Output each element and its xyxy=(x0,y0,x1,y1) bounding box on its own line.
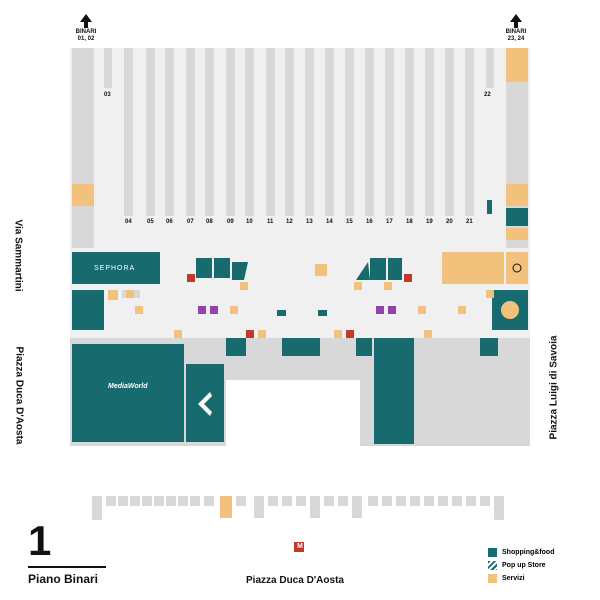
legend-swatch xyxy=(488,548,497,557)
service-area xyxy=(108,290,118,300)
shop-area xyxy=(374,338,414,444)
shop-area xyxy=(282,338,320,356)
shop-area xyxy=(506,208,528,226)
street-label-left: Via Sammartini xyxy=(12,219,24,292)
street-label-right: Piazza Luigi di Savoia xyxy=(548,335,560,440)
floor-name: Piano Binari xyxy=(28,572,99,586)
kiosk xyxy=(318,310,327,316)
store-logo-icon xyxy=(198,392,212,416)
track-number: 17 xyxy=(386,219,393,225)
shop-area xyxy=(487,200,492,214)
legend-label: Pop up Store xyxy=(502,562,546,569)
shop-area xyxy=(356,262,370,280)
shop-area xyxy=(388,258,402,280)
floor-underline xyxy=(28,566,106,568)
track-group-label: BINARI 23, 24 xyxy=(505,29,527,42)
arrow-up-icon xyxy=(80,14,92,28)
service-frecciarossa-lounge xyxy=(442,252,504,284)
street-label-bottom: Piazza Duca D'Aosta xyxy=(246,575,344,586)
kiosk xyxy=(277,310,286,316)
shop-area xyxy=(226,338,246,356)
shop-area xyxy=(356,338,372,356)
service-area xyxy=(506,184,528,206)
arrow-up-icon xyxy=(510,14,522,28)
shop-area xyxy=(232,262,248,280)
track-number: 09 xyxy=(227,219,234,225)
shop-area xyxy=(72,290,104,330)
burger-king-logo-icon xyxy=(501,301,519,319)
sephora-label: SEPHORA xyxy=(94,265,136,272)
legend-label: Shopping&food xyxy=(502,549,555,556)
service-icons xyxy=(126,274,494,406)
legend-item: Shopping&food xyxy=(488,548,554,557)
service-info xyxy=(506,252,528,284)
track-number: 15 xyxy=(346,219,353,225)
track-number: 12 xyxy=(286,219,293,225)
track-number: 11 xyxy=(267,219,274,225)
shop-area xyxy=(196,258,212,278)
track-number: 20 xyxy=(446,219,453,225)
service-toilets xyxy=(506,48,528,82)
service-area xyxy=(506,228,528,240)
track-number: 05 xyxy=(147,219,154,225)
track-number: 08 xyxy=(206,219,213,225)
legend-item: Servizi xyxy=(488,574,525,583)
track-number: 16 xyxy=(366,219,373,225)
shop-area xyxy=(480,338,498,356)
mediaworld-store[interactable] xyxy=(72,344,184,442)
atrium xyxy=(226,380,360,446)
shop-area xyxy=(370,258,386,280)
legend-item: Pop up Store xyxy=(488,561,546,570)
track-number: 04 xyxy=(125,219,132,225)
legend-swatch xyxy=(488,574,497,583)
track-number: 14 xyxy=(326,219,333,225)
track-number: 10 xyxy=(246,219,253,225)
metro-icon xyxy=(294,542,304,552)
info-icon xyxy=(512,263,522,273)
track-number: 21 xyxy=(466,219,473,225)
metro-label: M xyxy=(297,543,303,550)
track-number: 07 xyxy=(187,219,194,225)
service-area xyxy=(315,264,327,276)
legend-label: Servizi xyxy=(502,575,525,582)
shop-area xyxy=(214,258,230,278)
service-area xyxy=(220,496,232,518)
track-number: 19 xyxy=(426,219,433,225)
track-number: 13 xyxy=(306,219,313,225)
block xyxy=(416,380,506,440)
track-number: 03 xyxy=(104,92,111,98)
legend-swatch xyxy=(488,561,497,570)
track-group-label: BINARI 01, 02 xyxy=(75,29,97,42)
track-number: 06 xyxy=(166,219,173,225)
mediaworld-label: MediaWorld xyxy=(108,383,148,390)
street-label-left-lower: Piazza Duca D'Aosta xyxy=(13,346,25,445)
forecourt-blocks xyxy=(92,496,504,520)
track-number: 18 xyxy=(406,219,413,225)
track-number: 22 xyxy=(484,92,491,98)
sephora-store[interactable] xyxy=(72,252,160,284)
service-area xyxy=(72,184,94,206)
floor-number: 1 xyxy=(28,517,52,564)
